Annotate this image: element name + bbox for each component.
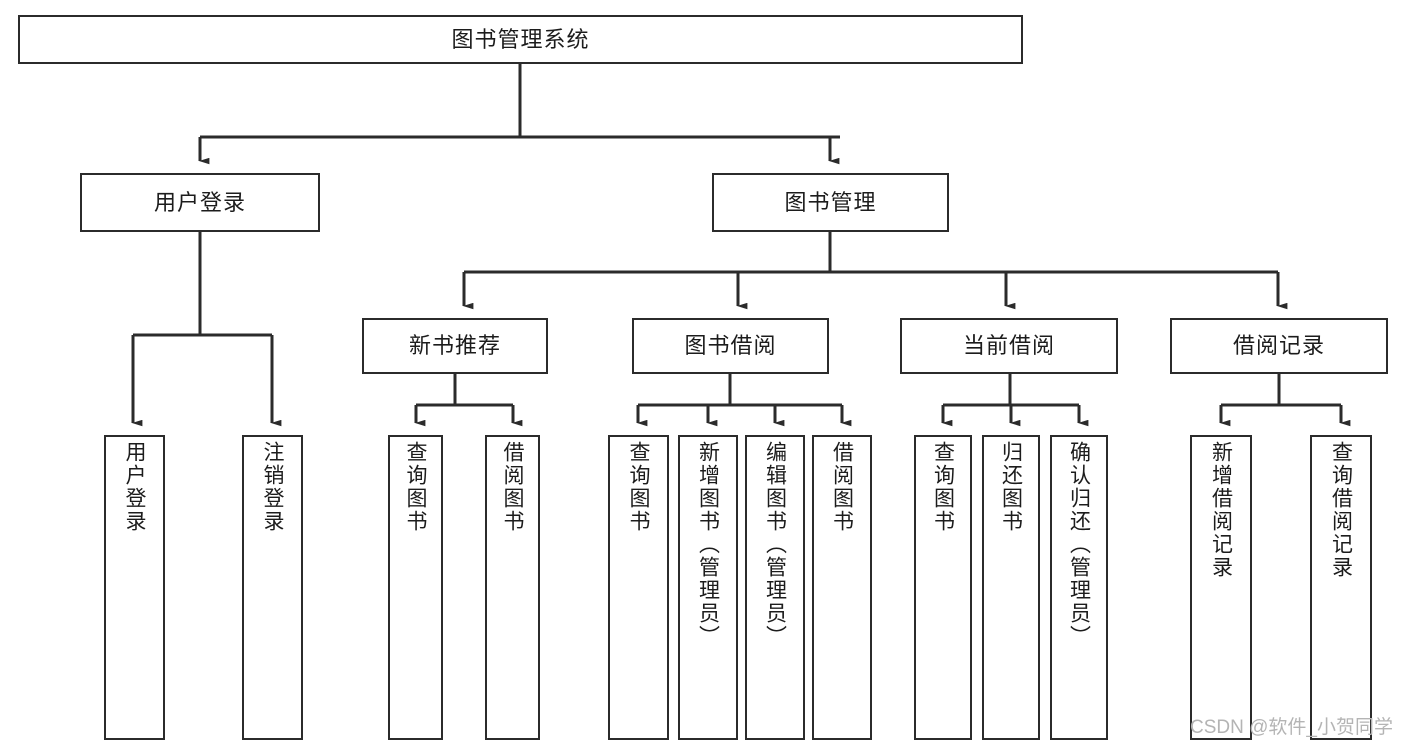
node-root-system[interactable]: 图书管理系统 xyxy=(18,15,1023,64)
node-book-borrow[interactable]: 图书借阅 xyxy=(632,318,829,374)
node-leaf-query-book-current[interactable]: 查询图书 xyxy=(914,435,972,740)
leaf-label: 查询借阅记录 xyxy=(1329,441,1353,579)
csdn-watermark: CSDN @软件_小贺同学 xyxy=(1190,717,1393,738)
node-leaf-query-borrow-record[interactable]: 查询借阅记录 xyxy=(1310,435,1372,740)
leaf-label: 借阅图书 xyxy=(830,441,854,533)
node-leaf-query-book-borrow[interactable]: 查询图书 xyxy=(608,435,669,740)
leaf-label: 查询图书 xyxy=(404,441,427,533)
node-leaf-edit-book-admin[interactable]: 编辑图书（管理员） xyxy=(745,435,805,740)
leaf-label: 查询图书 xyxy=(931,441,955,533)
node-leaf-add-book-admin[interactable]: 新增图书（管理员） xyxy=(678,435,738,740)
leaf-label: 查询图书 xyxy=(627,441,650,533)
node-leaf-logout[interactable]: 注销登录 xyxy=(242,435,303,740)
node-leaf-add-borrow-record[interactable]: 新增借阅记录 xyxy=(1190,435,1252,740)
node-book-manage[interactable]: 图书管理 xyxy=(712,173,949,232)
leaf-label: 确认归还（管理员） xyxy=(1067,441,1091,648)
leaf-label: 编辑图书（管理员） xyxy=(763,441,787,648)
node-leaf-user-login[interactable]: 用户登录 xyxy=(104,435,165,740)
node-leaf-query-book-recommend[interactable]: 查询图书 xyxy=(388,435,443,740)
node-leaf-return-book[interactable]: 归还图书 xyxy=(982,435,1040,740)
node-user-login[interactable]: 用户登录 xyxy=(80,173,320,232)
leaf-label: 新增借阅记录 xyxy=(1209,441,1233,579)
leaf-label: 新增图书（管理员） xyxy=(696,441,720,648)
node-leaf-borrow-book-recommend[interactable]: 借阅图书 xyxy=(485,435,540,740)
leaf-label: 用户登录 xyxy=(123,441,146,533)
node-leaf-confirm-return-admin[interactable]: 确认归还（管理员） xyxy=(1050,435,1108,740)
node-borrow-record[interactable]: 借阅记录 xyxy=(1170,318,1388,374)
leaf-label: 借阅图书 xyxy=(501,441,524,533)
node-current-borrow[interactable]: 当前借阅 xyxy=(900,318,1118,374)
node-new-book-recommend[interactable]: 新书推荐 xyxy=(362,318,548,374)
leaf-label: 归还图书 xyxy=(999,441,1023,533)
leaf-label: 注销登录 xyxy=(261,441,284,533)
node-leaf-borrow-book[interactable]: 借阅图书 xyxy=(812,435,872,740)
